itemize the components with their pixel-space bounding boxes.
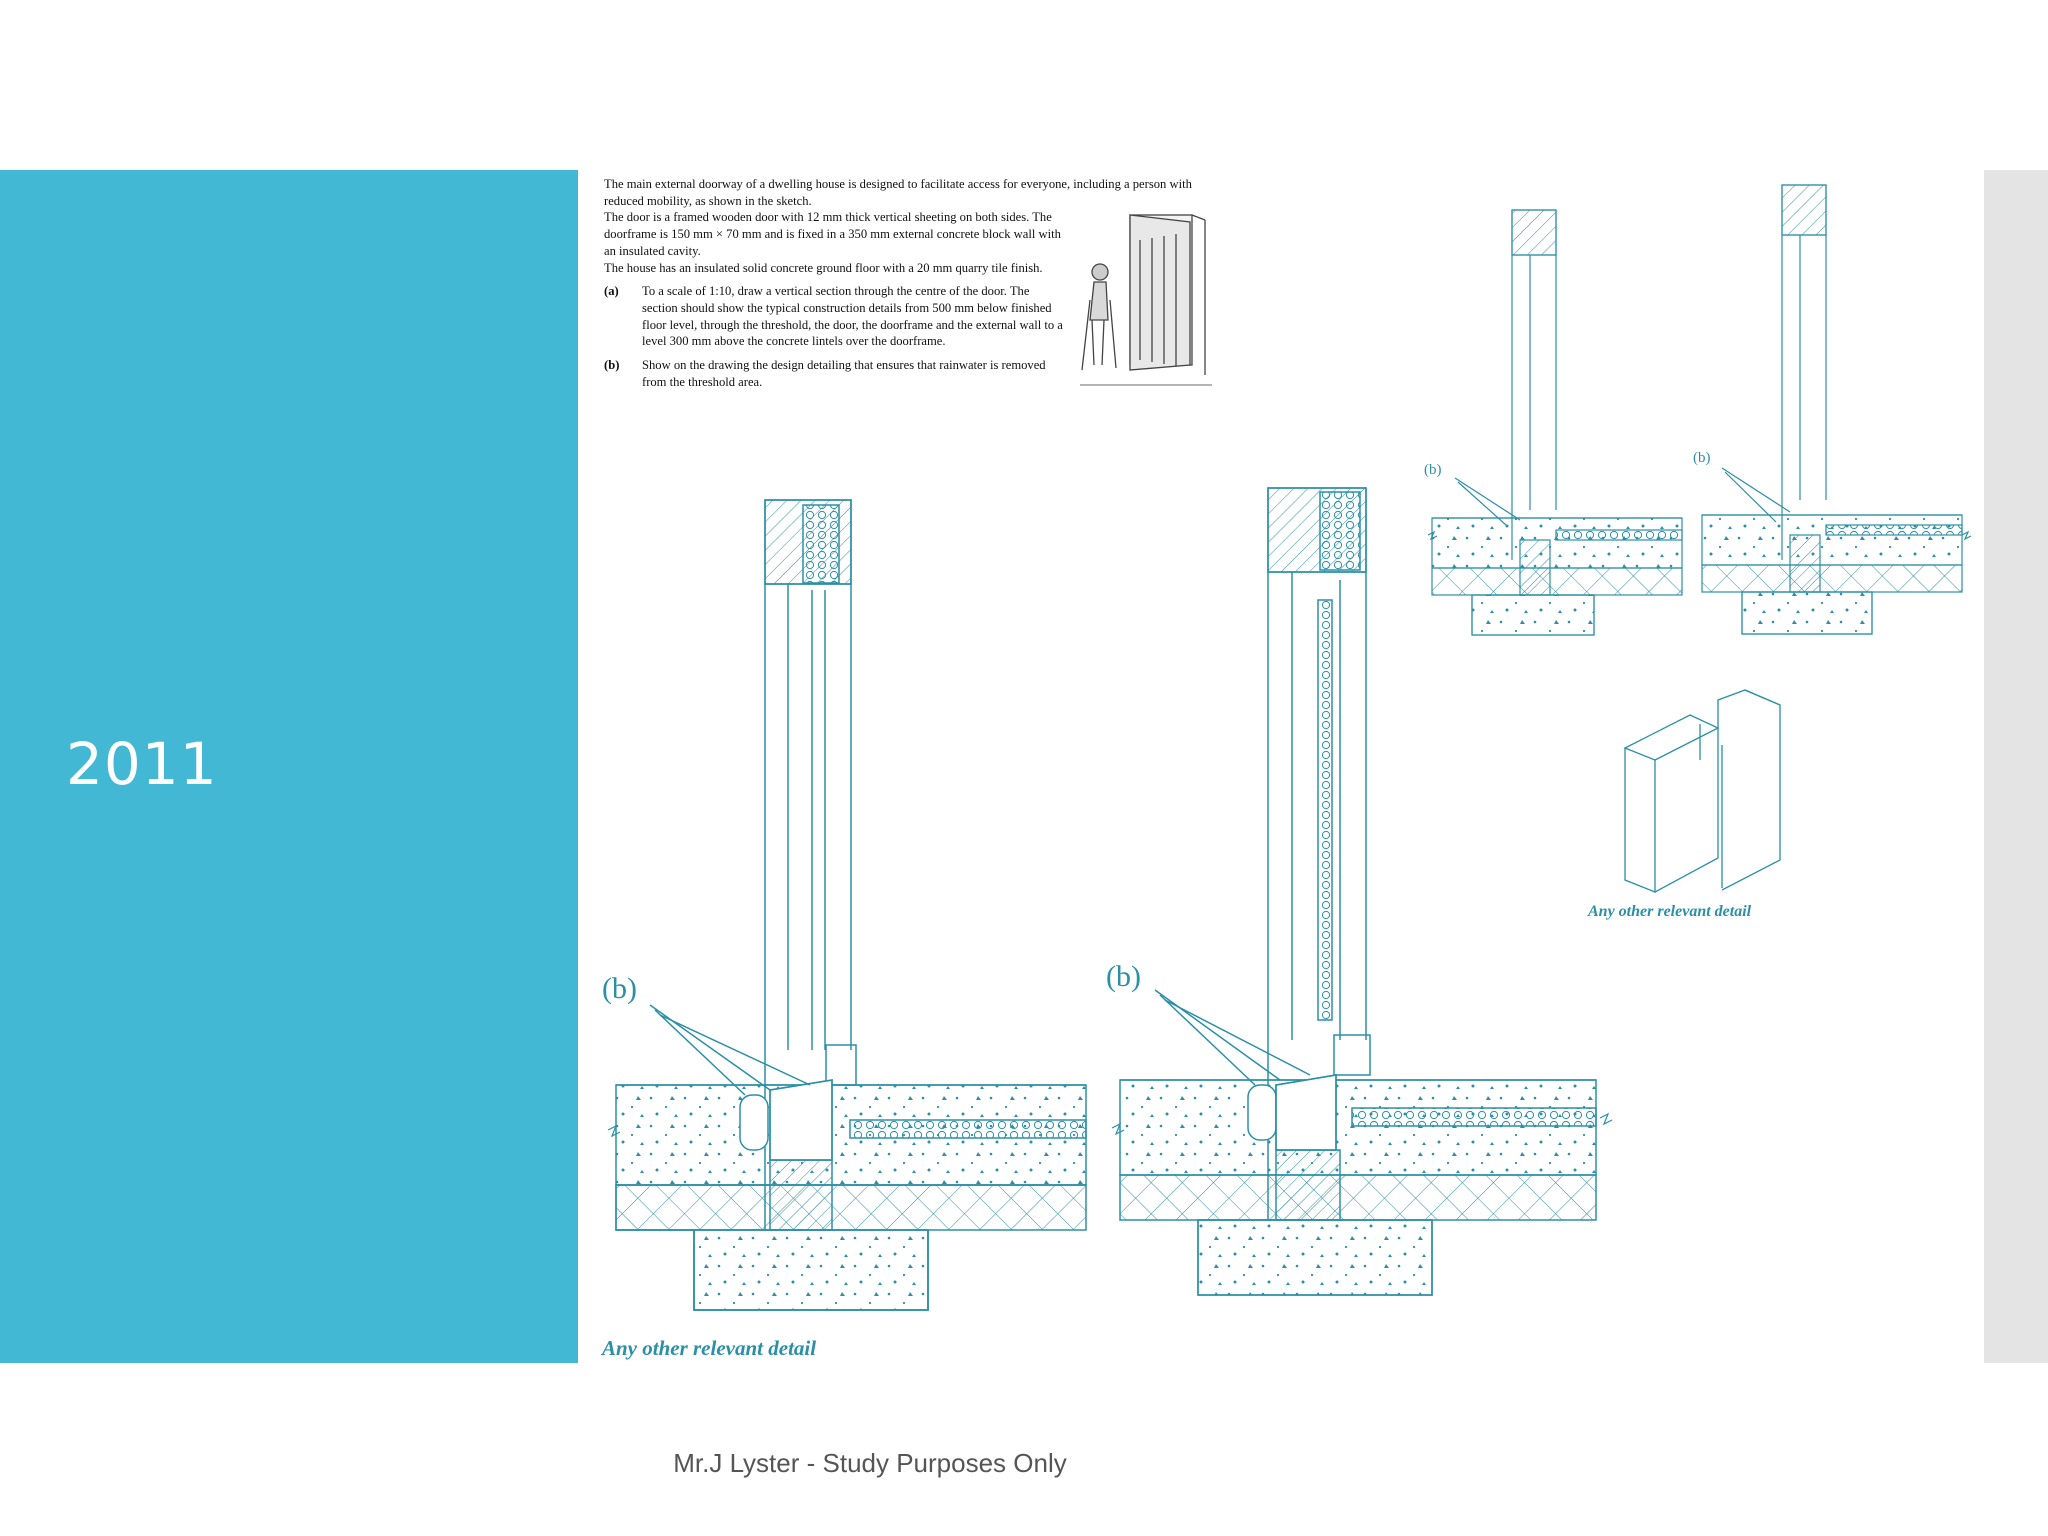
label-b-small-2: (b) [1693, 450, 1711, 466]
label-b-main-1: (b) [602, 972, 637, 1005]
question-part-a: (a) To a scale of 1:10, draw a vertical … [604, 283, 1064, 350]
question-intro-1: The main external doorway of a dwelling … [604, 177, 1192, 208]
label-b-small-1: (b) [1424, 462, 1442, 478]
section-drawing-1 [615, 499, 1087, 1311]
part-b-label: (b) [604, 358, 620, 373]
break-lines [607, 530, 1972, 1138]
doorway-sketch [1080, 214, 1212, 386]
small-section-drawing-1 [1431, 209, 1683, 636]
caption-main: Any other relevant detail [602, 1336, 817, 1360]
footer-credit: Mr.J Lyster - Study Purposes Only [673, 1448, 1067, 1478]
right-edge-strip [1984, 170, 2048, 1363]
part-a-text: To a scale of 1:10, draw a vertical sect… [642, 284, 1063, 349]
caption-side: Any other relevant detail [1588, 903, 1752, 920]
question-part-b: (b) Show on the drawing the design detai… [604, 357, 1064, 390]
title-panel [0, 170, 578, 1363]
door-frame-detail-sketch [1623, 689, 1781, 893]
question-intro-2: The door is a framed wooden door with 12… [604, 210, 1061, 258]
small-section-drawing-2 [1701, 184, 1963, 635]
section-drawing-2 [1119, 487, 1597, 1296]
question-intro-3: The house has an insulated solid concret… [604, 260, 1043, 275]
part-b-text: Show on the drawing the design detailing… [642, 358, 1046, 389]
slide-title-year: 2011 [66, 730, 218, 798]
part-a-label: (a) [604, 284, 619, 299]
label-b-main-2: (b) [1106, 960, 1141, 993]
exam-question: The main external doorway of a dwelling … [604, 176, 1204, 390]
